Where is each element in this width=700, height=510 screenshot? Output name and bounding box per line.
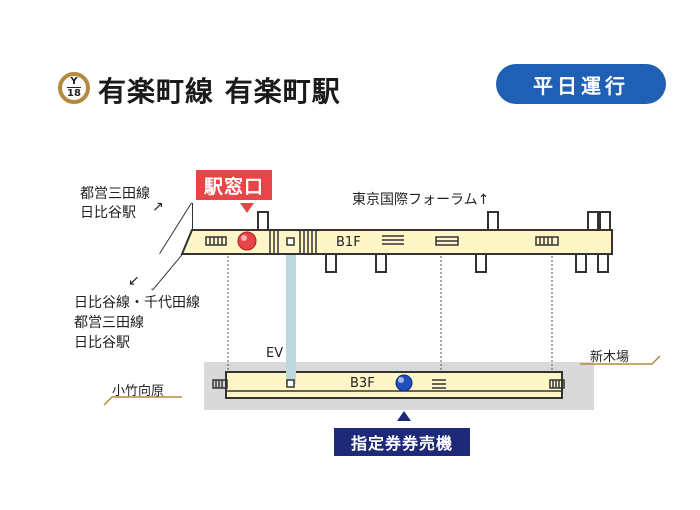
floor-b1-label: B1F <box>336 235 361 250</box>
exit-left-arrow-icon: ↙ <box>128 273 140 289</box>
exit-top-arrow-icon: ↗ <box>152 199 164 215</box>
line-letter: Y <box>70 76 78 87</box>
floor-b3-label: B3F <box>350 376 375 391</box>
direction-left-label: 小竹向原 <box>112 384 165 399</box>
ticket-office-marker[interactable] <box>237 231 257 251</box>
line-badge: Y 18 <box>58 72 90 104</box>
elevator-shaft <box>286 238 296 384</box>
ticket-office-marker-shine <box>241 235 247 241</box>
exit-left-line3: 日比谷駅 <box>74 335 130 351</box>
exit-left-line1: 日比谷線・千代田線 <box>74 295 200 311</box>
center-gates-icon <box>382 235 404 245</box>
exit-top-line1: 都営三田線 <box>80 186 150 202</box>
exit-left-line2: 都営三田線 <box>74 315 144 331</box>
ticket-office-pointer <box>240 203 254 213</box>
service-badge: 平日運行 <box>496 64 666 104</box>
dir-right-line <box>580 355 661 365</box>
b1f-stairs-bottom <box>325 253 609 273</box>
b1f-concourse <box>180 229 613 255</box>
b1f-stairs-icon-left <box>205 236 227 246</box>
page-title: 有楽町線 有楽町駅 <box>98 75 341 108</box>
ticket-gates-icon <box>269 231 317 253</box>
elevator-label: EV <box>266 346 284 361</box>
b1f-escalator-icon <box>435 236 459 246</box>
exit-top-line2: 日比谷駅 <box>80 205 136 221</box>
direction-right-label: 新木場 <box>590 350 630 365</box>
b1f-stairs-top <box>257 211 611 231</box>
ticket-machine-pointer <box>397 411 411 421</box>
elevator-b3-icon <box>286 379 295 388</box>
b3f-stairs-right-icon <box>549 379 565 389</box>
b3f-stairs-left-icon <box>212 379 228 389</box>
line-number: 18 <box>67 87 81 99</box>
dir-left-line <box>103 396 182 406</box>
b1f-corridor-fill <box>152 203 192 290</box>
ticket-machine-marker-shine <box>398 377 404 383</box>
ticket-machine-label[interactable]: 指定券券売機 <box>334 428 470 456</box>
elevator-b1-icon <box>286 237 295 246</box>
b1f-stairs-icon-right <box>535 236 559 246</box>
b3f-escalator-icon <box>432 379 446 389</box>
b3f-concourse <box>225 371 563 399</box>
ticket-machine-marker[interactable] <box>395 374 413 392</box>
connector-lines <box>227 256 553 372</box>
forum-label: 東京国際フォーラム↑ <box>352 192 490 208</box>
ticket-office-label[interactable]: 駅窓口 <box>196 170 272 200</box>
